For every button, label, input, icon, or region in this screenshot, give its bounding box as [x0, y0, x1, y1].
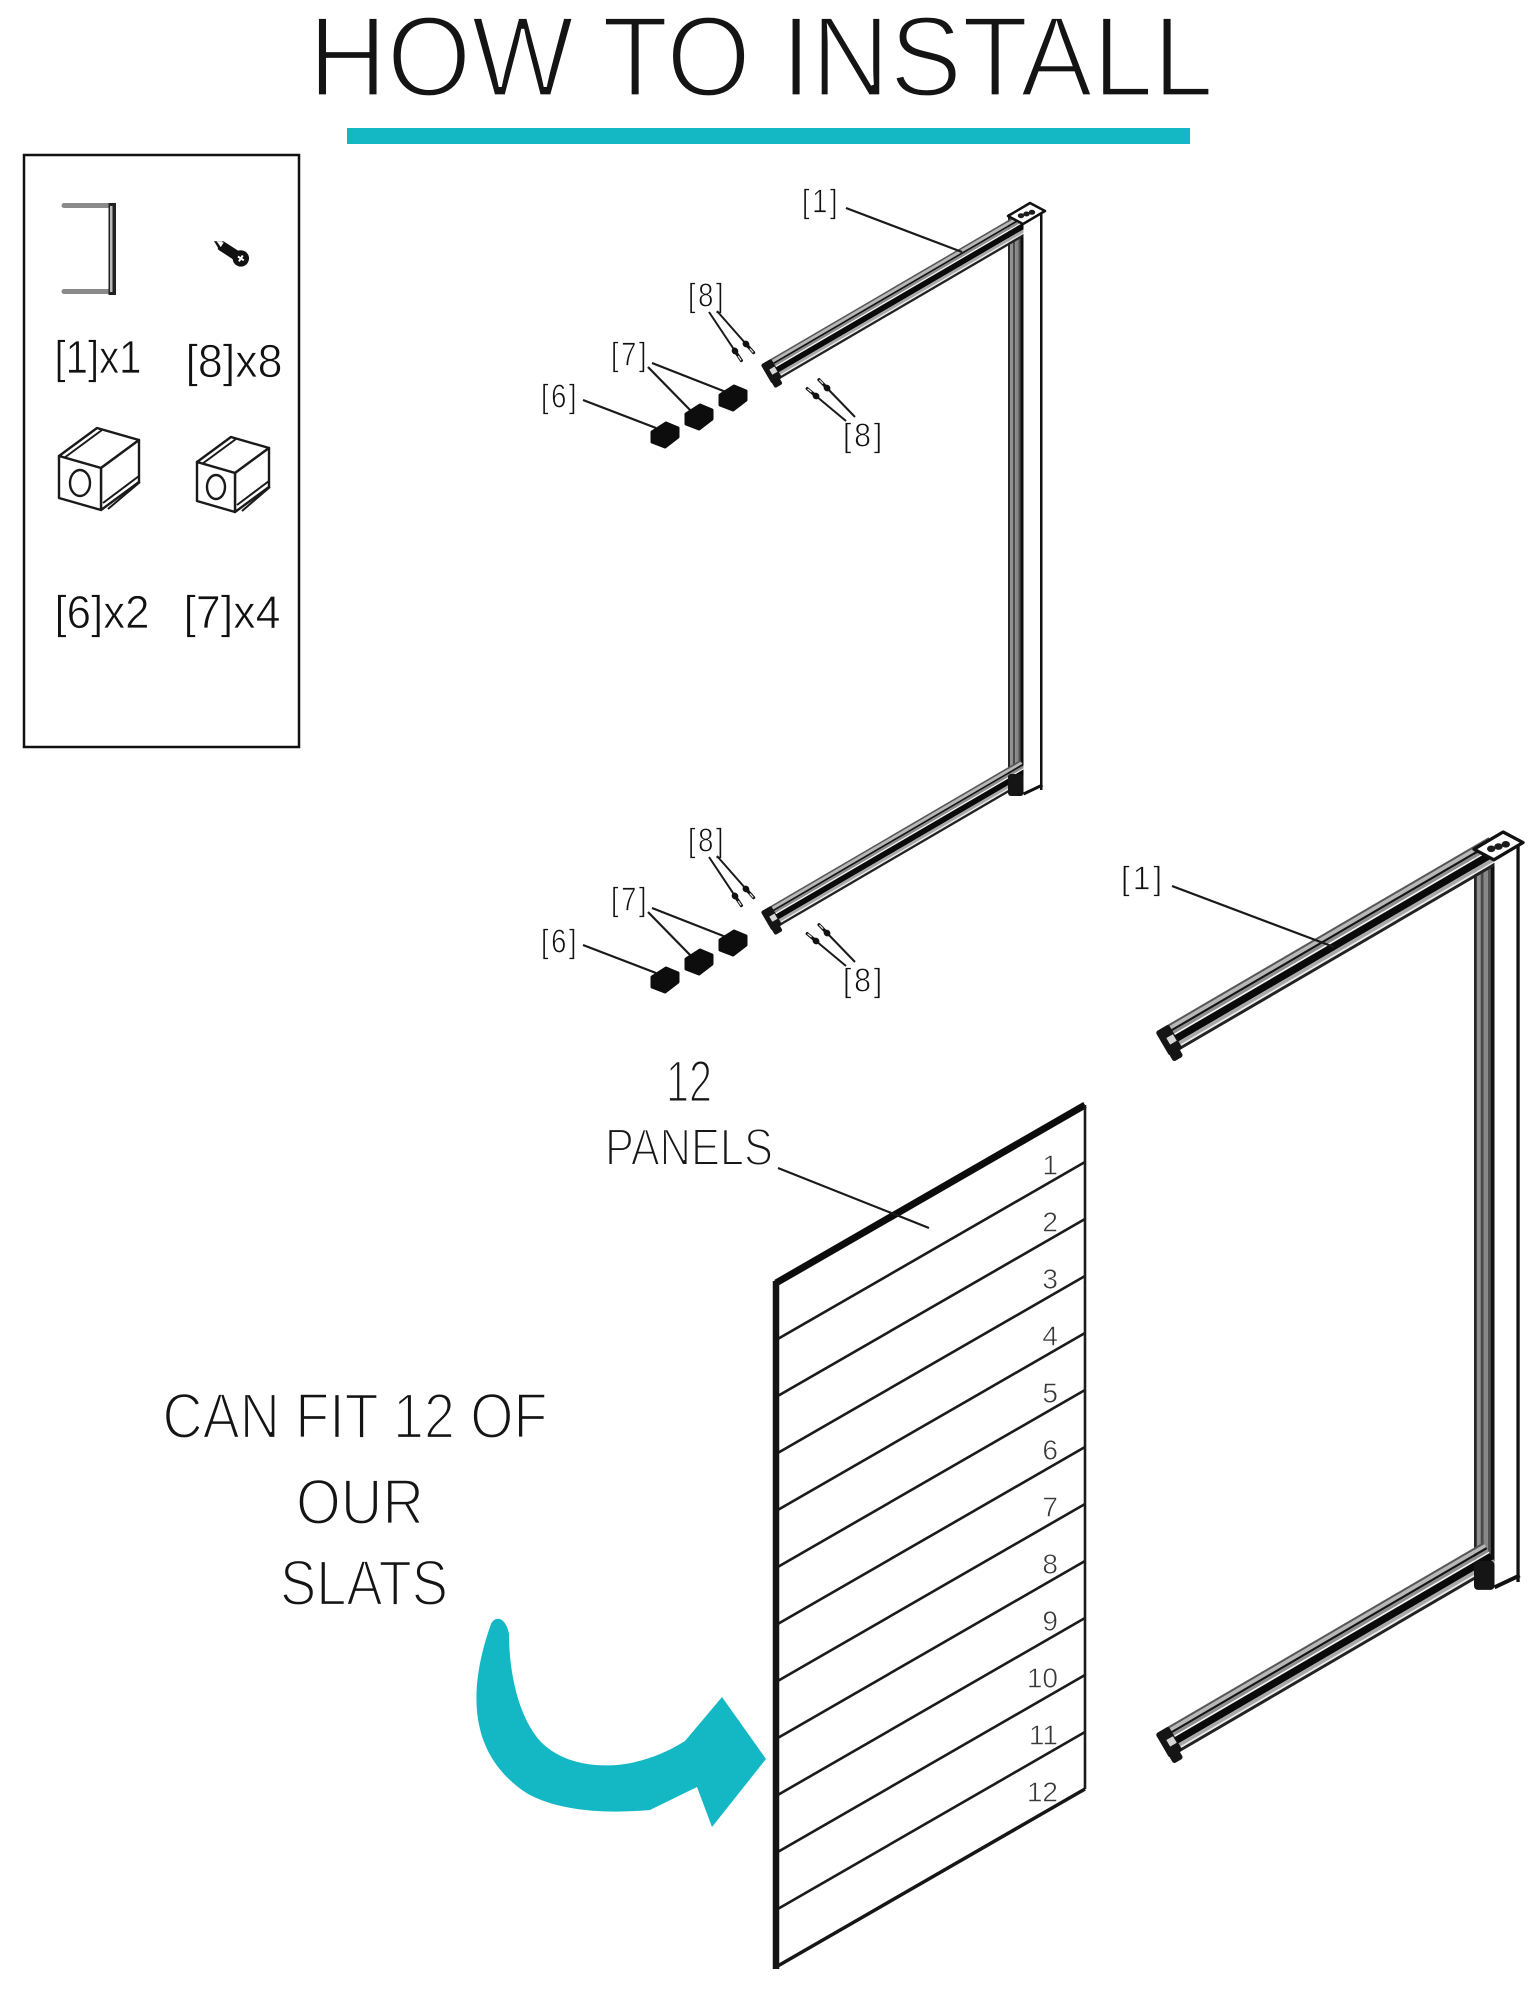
- svg-text:4: 4: [1042, 1321, 1058, 1352]
- svg-text:11: 11: [1029, 1720, 1058, 1751]
- svg-text:3: 3: [1042, 1264, 1058, 1295]
- svg-text:[7]x4: [7]x4: [184, 586, 281, 638]
- svg-text:[1]x1: [1]x1: [55, 331, 142, 383]
- svg-text:[1]: [1]: [802, 183, 840, 220]
- svg-text:[6]: [6]: [541, 923, 579, 960]
- svg-text:12: 12: [666, 1050, 712, 1115]
- svg-text:[7]: [7]: [611, 336, 649, 373]
- svg-text:9: 9: [1042, 1606, 1058, 1637]
- svg-text:[8]x8: [8]x8: [186, 335, 283, 387]
- svg-text:12: 12: [1027, 1777, 1058, 1808]
- svg-text:8: 8: [1042, 1549, 1058, 1580]
- svg-text:[8]: [8]: [688, 822, 726, 859]
- svg-text:HOW TO INSTALL: HOW TO INSTALL: [309, 0, 1214, 121]
- svg-text:OUR: OUR: [296, 1466, 424, 1538]
- svg-text:[7]: [7]: [611, 881, 649, 918]
- svg-text:10: 10: [1027, 1663, 1058, 1694]
- svg-text:[8]: [8]: [688, 277, 726, 314]
- svg-text:[6]x2: [6]x2: [55, 586, 150, 638]
- svg-text:2: 2: [1042, 1207, 1058, 1238]
- svg-text:[8]: [8]: [843, 962, 885, 999]
- svg-text:[1]: [1]: [1121, 860, 1165, 897]
- svg-text:6: 6: [1042, 1435, 1058, 1466]
- svg-text:[8]: [8]: [843, 417, 885, 454]
- svg-text:7: 7: [1042, 1492, 1058, 1523]
- svg-text:SLATS: SLATS: [280, 1547, 448, 1619]
- svg-text:[6]: [6]: [541, 378, 579, 415]
- svg-text:5: 5: [1042, 1378, 1058, 1409]
- svg-text:PANELS: PANELS: [605, 1119, 773, 1177]
- svg-text:1: 1: [1042, 1150, 1058, 1181]
- svg-text:CAN FIT 12 OF: CAN FIT 12 OF: [163, 1380, 548, 1452]
